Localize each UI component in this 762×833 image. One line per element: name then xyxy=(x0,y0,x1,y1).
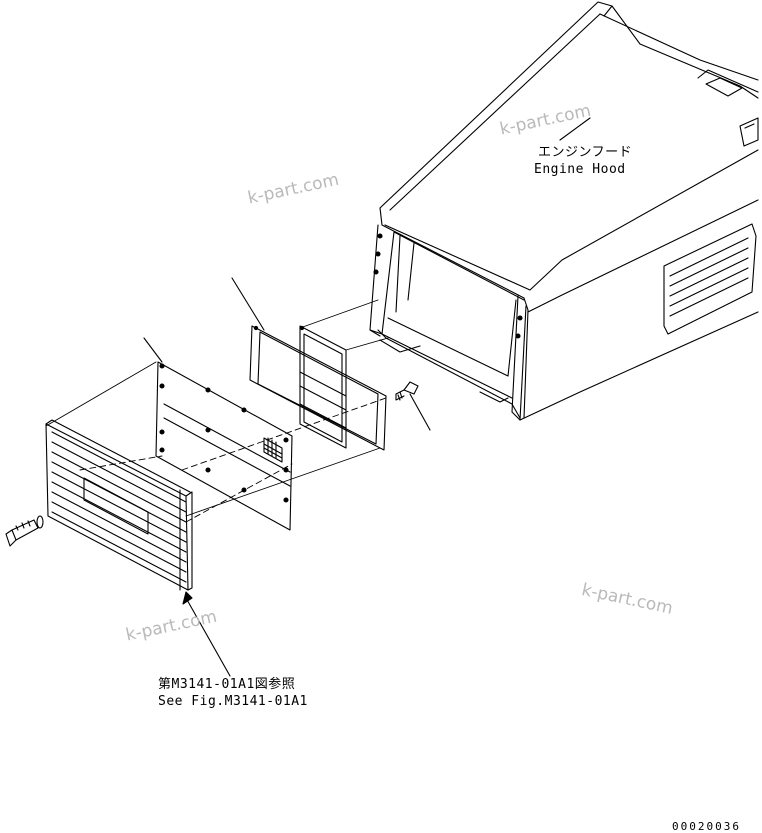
assembly-lines xyxy=(45,299,389,523)
drawing-code: 00020036 xyxy=(672,820,741,833)
see-figure-label-en: See Fig.M3141-01A1 xyxy=(158,694,308,709)
leader-lines xyxy=(143,277,431,677)
leader-line-hood xyxy=(559,117,591,141)
grid-gasket xyxy=(299,325,347,449)
gasket-frame xyxy=(249,325,387,451)
engine-hood-label-en: Engine Hood xyxy=(534,162,626,177)
bolt-right xyxy=(395,381,419,401)
louvre-grille xyxy=(45,419,193,591)
engine-hood xyxy=(369,1,759,421)
back-plate xyxy=(155,361,293,531)
engine-hood-label-jp: エンジンフード xyxy=(538,145,633,160)
see-figure-label-jp: 第M3141-01A1図参照 xyxy=(158,677,296,692)
bolt-left xyxy=(5,515,44,547)
